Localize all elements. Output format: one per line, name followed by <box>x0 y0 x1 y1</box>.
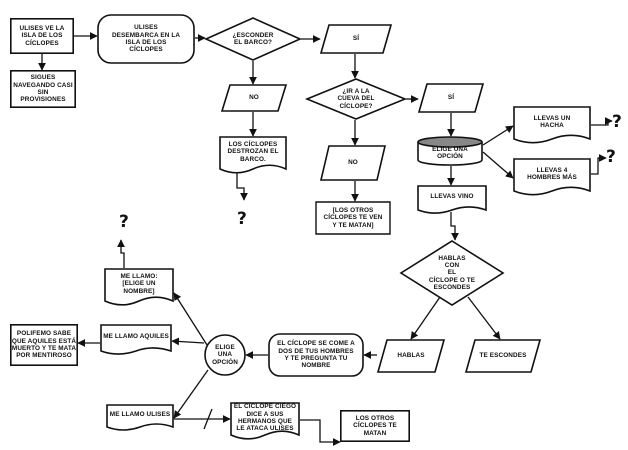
option-no-cueva: NO <box>319 145 387 181</box>
connector-elige-to-hacha <box>482 125 514 146</box>
node-otros-ciclopes-matan: LOS OTROS CÍCLOPES TE MATAN <box>340 410 411 442</box>
decision-ir-cueva: ¿IR A LA CUEVA DEL CÍCLOPE? <box>304 78 408 120</box>
connector-elige-to-ulises <box>173 369 209 419</box>
node-text: POLIFEMO SABE QUE AQUILES ESTÁ MUERTO Y … <box>11 330 77 360</box>
node-elige-una-opcion-2: ELIGE UNA OPCIÓN <box>204 334 246 376</box>
node-ulises-desembarca: ULISES DESEMBARCA EN LA ISLA DE LOS CÍCL… <box>97 14 195 64</box>
option-hablas: HABLAS <box>376 339 446 373</box>
node-ciclope-come: EL CÍCLOPE SE COME A DOS DE TUS HOMBRES … <box>268 333 364 377</box>
node-llevas-4-hombres: LLEVAS 4 HOMBRES MÁS <box>513 158 591 198</box>
node-me-llamo-ulises: ME LLAMO ULISES <box>106 404 174 434</box>
node-text: ME LLAMO AQUILES <box>103 333 169 341</box>
node-text: ELIGE UNA OPCIÓN <box>432 145 468 160</box>
node-text: ME LLAMO ULISES <box>109 411 171 419</box>
connector-nombre-to-question <box>117 239 125 268</box>
connector-ciego-to-matan <box>300 419 341 446</box>
node-text: EL CÍCLOPE CIEGO DICE A SUS HERMANOS QUE… <box>233 403 297 433</box>
node-llevas-hacha: LLEVAS UN HACHA <box>513 106 591 146</box>
connector-elige-to-aquiles <box>171 337 205 346</box>
connector-elige-to-nombre <box>173 292 208 346</box>
node-sigues-navegando: SIGUES NAVEGANDO CASI SIN PROVISIONES <box>10 70 77 109</box>
connector-vino-to-decision <box>450 212 459 241</box>
question-mark-hacha: ? <box>612 112 622 132</box>
node-text: SIGUES NAVEGANDO CASI SIN PROVISIONES <box>13 74 73 104</box>
node-text: ¿ESCONDER EL BARCO? <box>232 31 274 46</box>
node-text: SÍ <box>447 94 455 102</box>
question-mark-hombres: ? <box>606 147 616 167</box>
node-text: ULISES DESEMBARCA EN LA ISLA DE LOS CÍCL… <box>111 24 181 54</box>
node-otros-ciclopes-ven: [LOS OTROS CÍCLOPES TE VEN Y TE MATAN] <box>315 201 391 235</box>
question-mark-nombre: ? <box>119 212 129 232</box>
connector-decision-to-hablas <box>410 296 441 340</box>
option-si-esconder: SÍ <box>319 24 393 54</box>
node-text: ELIGE UNA OPCIÓN <box>212 343 238 366</box>
node-polifemo-sabe: POLIFEMO SABE QUE AQUILES ESTÁ MUERTO Y … <box>10 324 79 367</box>
node-ulises-ve-isla: ULISES VE LA ISLA DE LOS CÍCLOPES <box>10 18 75 55</box>
node-me-llamo-aquiles: ME LLAMO AQUILES <box>100 324 172 358</box>
node-text: LOS CÍCLOPES DESTROZAN EL BARCO. <box>227 140 279 163</box>
connector-slash-mark <box>203 408 213 430</box>
node-text: LLEVAS VINO <box>430 193 474 201</box>
connector-hombres-to-question <box>591 154 607 175</box>
option-te-escondes: TE ESCONDES <box>464 339 542 373</box>
node-llevas-vino: LLEVAS VINO <box>417 185 487 217</box>
node-me-llamo-nombre: ME LLAMO: [ELIGE UN NOMBRE] <box>104 268 174 308</box>
node-text: NO <box>348 159 358 167</box>
node-text: NO <box>249 94 259 102</box>
decision-hablas-escondes: HABLAS CON EL CÍCLOPE O TE ESCONDES <box>399 240 505 306</box>
node-text: SÍ <box>352 35 360 43</box>
option-no-esconder: NO <box>220 84 288 112</box>
node-text: ¿IR A LA CUEVA DEL CÍCLOPE? <box>337 87 375 110</box>
connector-hacha-to-question <box>591 117 613 126</box>
decision-esconder-barco: ¿ESCONDER EL BARCO? <box>204 17 302 61</box>
node-text: EL CÍCLOPE SE COME A DOS DE TUS HOMBRES … <box>277 340 355 370</box>
connector-elige-to-hombres <box>482 151 514 179</box>
node-elige-una-opcion-1: ELIGE UNA OPCIÓN <box>417 136 483 166</box>
node-text: ULISES VE LA ISLA DE LOS CÍCLOPES <box>19 24 65 47</box>
node-destrozan-barco: LOS CÍCLOPES DESTROZAN EL BARCO. <box>219 136 287 176</box>
connector-destrozan-to-question <box>236 170 248 201</box>
node-text: LLEVAS 4 HOMBRES MÁS <box>527 166 577 181</box>
node-ciclope-ciego: EL CÍCLOPE CIEGO DICE A SUS HERMANOS QUE… <box>230 402 300 442</box>
node-text: TE ESCONDES <box>479 352 527 360</box>
connector-decision-to-escondes <box>467 296 501 340</box>
question-mark-barco: ? <box>237 209 247 229</box>
option-si-cueva: SÍ <box>417 83 485 113</box>
node-text: LLEVAS UN HACHA <box>533 114 571 129</box>
node-text: ME LLAMO: [ELIGE UN NOMBRE] <box>120 272 158 295</box>
node-text: HABLAS <box>397 352 425 360</box>
node-text: [LOS OTROS CÍCLOPES TE VEN Y TE MATAN] <box>323 206 383 229</box>
node-text: LOS OTROS CÍCLOPES TE MATAN <box>353 414 397 437</box>
node-text: HABLAS CON EL CÍCLOPE O TE ESCONDES <box>428 254 476 292</box>
